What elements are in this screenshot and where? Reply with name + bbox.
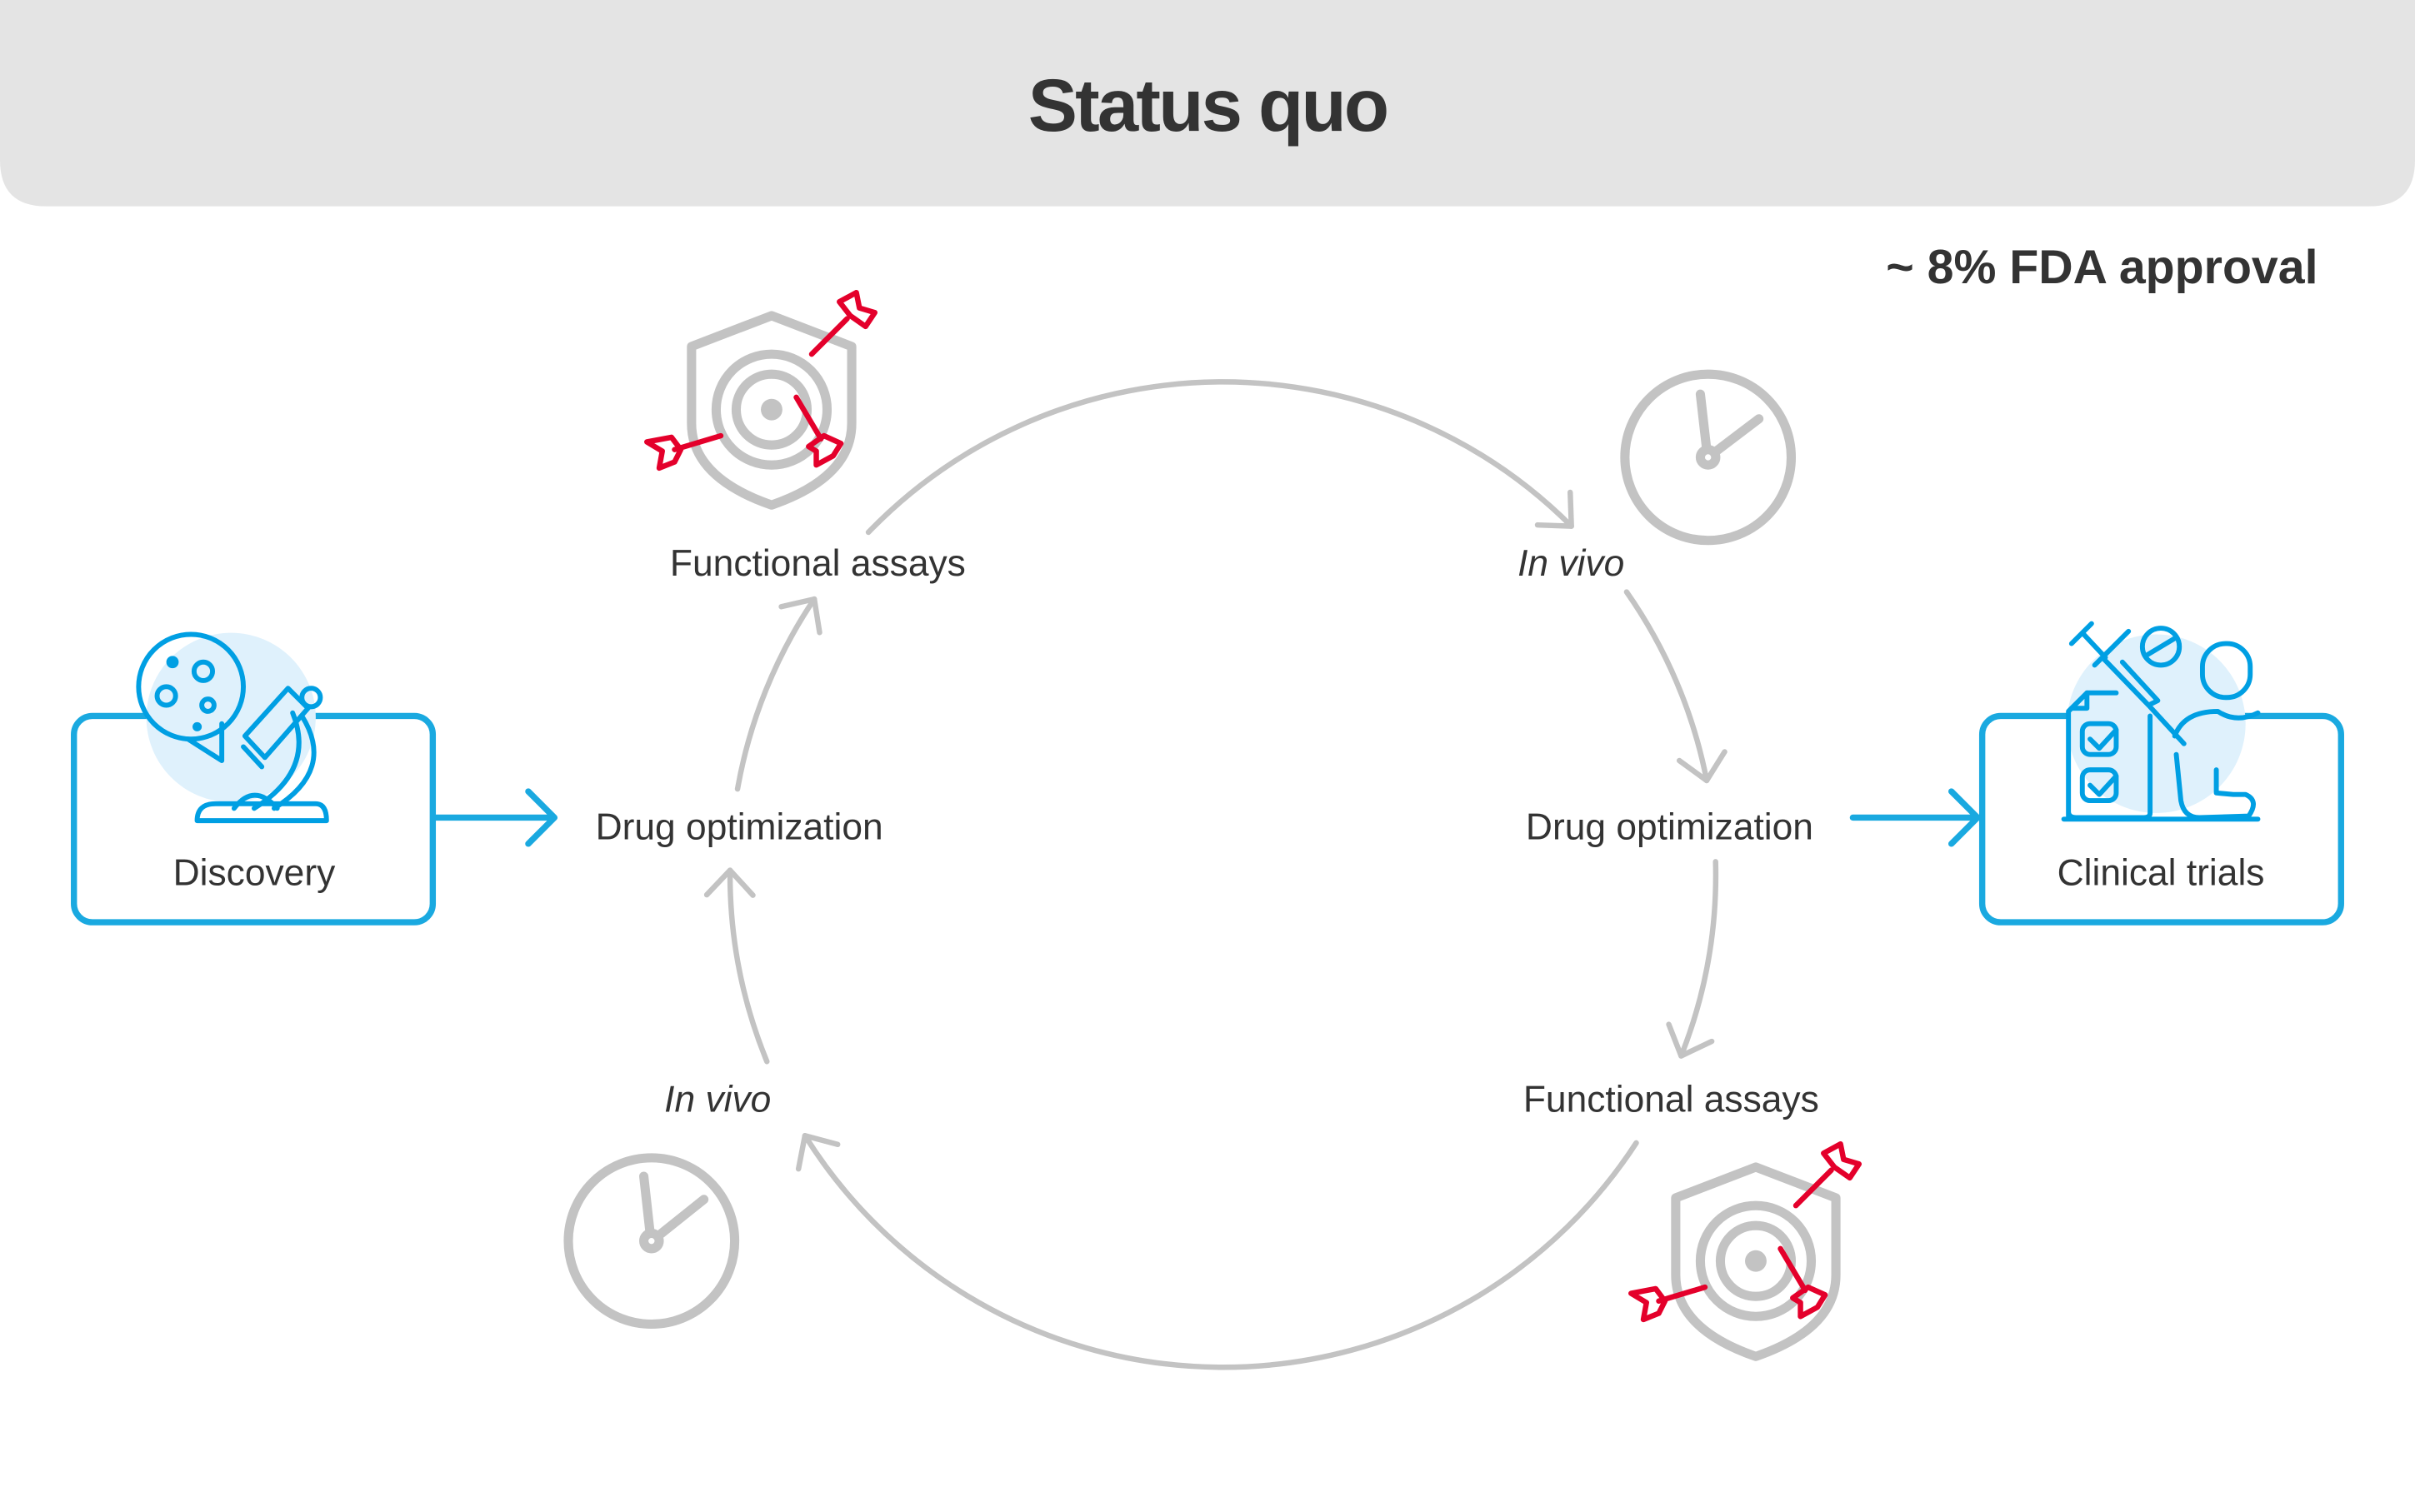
arrowhead-icon — [778, 596, 822, 636]
step-in-vivo-bottom: In vivo — [664, 1079, 771, 1120]
clock-icon — [1620, 369, 1797, 546]
cycle-arc — [802, 1132, 1639, 1370]
arrow-to-cycle — [432, 788, 558, 847]
cycle-arc — [734, 596, 818, 792]
arrowhead-icon — [703, 867, 756, 898]
arrowhead-icon — [795, 1132, 841, 1172]
step-functional-assays-top: Functional assays — [670, 543, 966, 584]
page-title: Status quo — [1028, 64, 1388, 147]
arrowhead-icon — [1666, 1021, 1715, 1059]
shield-target-icon — [644, 289, 878, 510]
arrowhead-icon — [1534, 489, 1574, 529]
step-in-vivo-top: In vivo — [1518, 543, 1624, 584]
microscope-icon — [136, 631, 329, 824]
cycle-arrows — [703, 379, 1728, 1370]
clinical-trials-label: Clinical trials — [2058, 853, 2265, 894]
arrowhead-icon — [1676, 749, 1728, 784]
cycle-arc — [1623, 589, 1710, 784]
clock-icon — [563, 1153, 740, 1330]
clinical-trial-icon — [2061, 621, 2261, 822]
discovery-label: Discovery — [173, 853, 336, 894]
step-drug-optimization-left: Drug optimization — [596, 806, 883, 847]
header-bar — [0, 0, 2415, 207]
arrow-to-clinical — [1849, 788, 1981, 847]
cycle-arc — [1678, 859, 1719, 1059]
step-drug-optimization-right: Drug optimization — [1526, 806, 1813, 847]
approval-note: ~ 8% FDA approval — [1886, 241, 2318, 294]
cycle-arc — [865, 379, 1574, 536]
shield-target-icon — [1628, 1141, 1862, 1361]
cycle-arc — [727, 867, 770, 1065]
step-functional-assays-bottom: Functional assays — [1523, 1079, 1819, 1120]
